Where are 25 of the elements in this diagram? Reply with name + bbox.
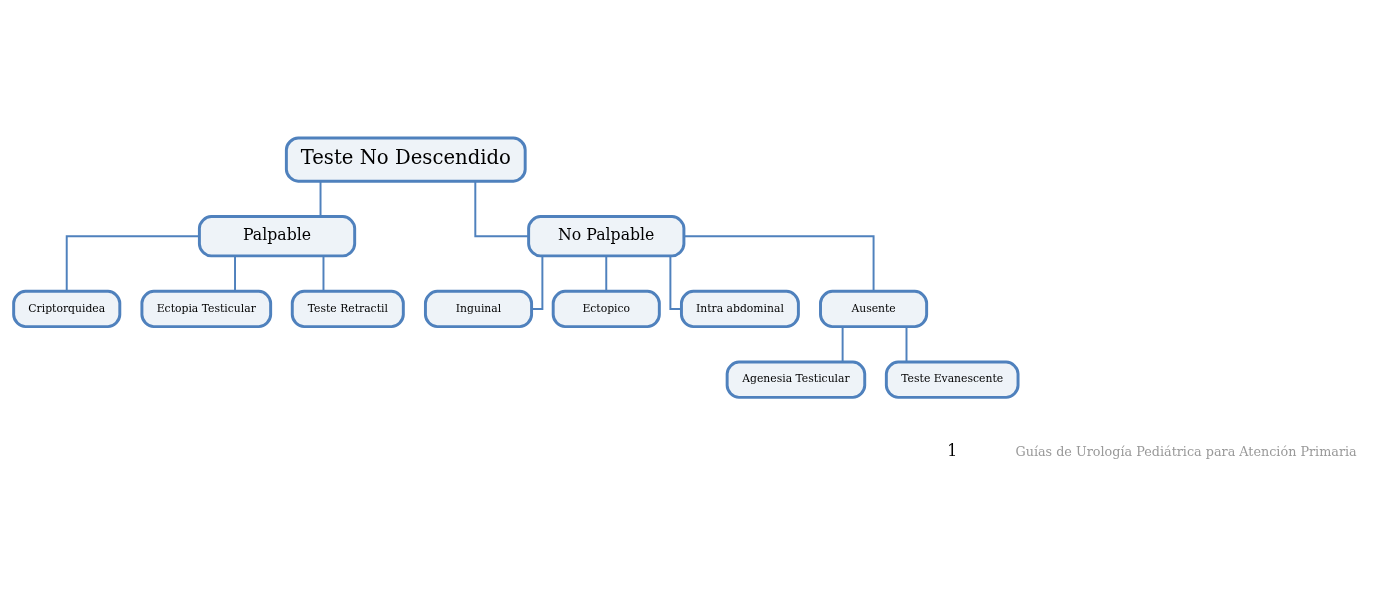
connector [322, 255, 325, 293]
connector [319, 180, 322, 218]
connector [474, 180, 530, 238]
connector [905, 325, 908, 363]
label: 1 [947, 441, 958, 461]
node-box: Intra abdominal [679, 289, 800, 329]
node-box: Palpable [197, 215, 357, 258]
node-box: Inguinal [423, 289, 534, 329]
node-box: Ausente [819, 289, 929, 329]
node-box: Criptorquidea [12, 289, 122, 329]
label: Guías de Urología Pediátrica para Atención Primaria [1015, 443, 1357, 459]
node-box: Ectopia Testicular [140, 289, 273, 329]
connector [605, 255, 608, 293]
node-box: Agenesia Testicular [725, 360, 867, 399]
node-box: Ectopico [551, 289, 661, 329]
connector [234, 255, 236, 293]
node-box: No Palpable [527, 215, 686, 258]
node-box: Teste Evanescente [884, 360, 1020, 399]
connector [669, 255, 683, 310]
node-box: Teste Retractil [290, 289, 405, 329]
connector [841, 325, 844, 363]
node-box: Teste No Descendido [284, 136, 527, 183]
connector [682, 235, 875, 292]
connector [530, 255, 544, 310]
connector [65, 235, 201, 292]
